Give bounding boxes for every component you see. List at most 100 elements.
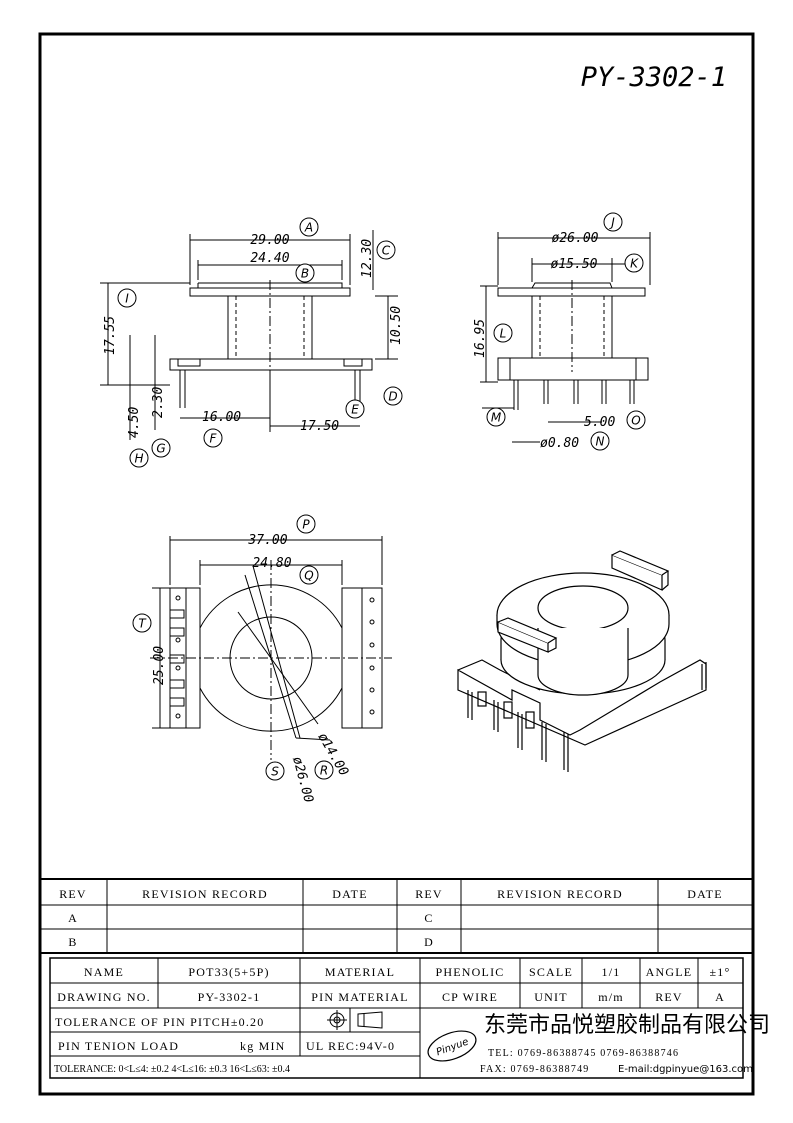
drawing-no-label: DRAWING NO. xyxy=(57,990,151,1004)
revision-table-text: REV REVISION RECORD DATE REV REVISION RE… xyxy=(59,887,722,949)
balloon-label-F: F xyxy=(210,432,218,446)
drawing-no-value: PY-3302-1 xyxy=(198,990,261,1004)
dim-L-value: 16.95 xyxy=(473,319,488,358)
dim-G-value: 2.30 xyxy=(151,387,166,418)
side-view-dims: ø26.00 ø15.50 16.95 5.00 ø0.80 xyxy=(473,231,615,451)
company-name: 东莞市品悦塑胶制品有限公司 xyxy=(484,1013,770,1038)
dim-F-value: 16.00 xyxy=(202,410,241,425)
balloon-J xyxy=(603,212,623,232)
dim-N-value: ø0.80 xyxy=(540,436,579,451)
balloon-O xyxy=(626,410,646,430)
balloon-label-D: D xyxy=(388,390,397,404)
company-tel: TEL: 0769-86388745 0769-86388746 xyxy=(488,1048,679,1059)
side-view xyxy=(480,232,651,443)
balloon-label-B: B xyxy=(301,267,309,281)
rev-cell-A: A xyxy=(68,911,78,925)
front-view-dims: 29.00 24.40 12.30 10.50 17.50 16.00 2.30… xyxy=(103,233,404,438)
scale-value: 1/1 xyxy=(602,965,621,979)
balloon-T xyxy=(132,613,152,633)
revision-record-header-1: REVISION RECORD xyxy=(142,887,268,901)
balloon-label-M: M xyxy=(491,411,502,425)
tolerance-ranges: TOLERANCE: 0<L≤4: ±0.2 4<L≤16: ±0.3 16<L… xyxy=(54,1064,290,1075)
material-label: MATERIAL xyxy=(325,965,395,979)
balloon-E xyxy=(345,399,365,419)
title-block-text: NAME POT33(5+5P) MATERIAL PHENOLIC SCALE… xyxy=(54,965,770,1075)
balloon-label-A: A xyxy=(304,221,313,235)
dim-H-value: 4.50 xyxy=(127,407,142,438)
balloon-label-T: T xyxy=(138,617,147,631)
pin-tension-label: PIN TENION LOAD xyxy=(58,1039,179,1053)
balloon-label-H: H xyxy=(134,452,143,466)
dim-I-value: 17.55 xyxy=(103,316,118,355)
balloon-label-I: I xyxy=(125,292,129,306)
balloon-I xyxy=(117,288,137,308)
balloon-F xyxy=(203,428,223,448)
material-value: PHENOLIC xyxy=(436,965,505,979)
balloon-label-P: P xyxy=(302,518,310,532)
dim-T-value: 25.00 xyxy=(152,646,167,685)
dim-Q-value: 24.80 xyxy=(252,556,291,571)
drawing-title: PY-3302-1 xyxy=(581,62,727,93)
balloon-label-N: N xyxy=(596,435,605,449)
dim-D-value: 10.50 xyxy=(389,306,404,345)
balloon-label-E: E xyxy=(351,403,359,417)
pinyue-logo: Pinyue xyxy=(427,1030,477,1062)
dim-E-value: 17.50 xyxy=(300,419,339,434)
top-view xyxy=(150,536,392,760)
title-block xyxy=(49,957,744,1079)
balloon-B xyxy=(295,263,315,283)
company-email: E-mail:dgpinyue@163.com xyxy=(618,1064,753,1075)
balloon-label-O: O xyxy=(631,414,640,428)
balloon-A xyxy=(299,217,319,237)
balloon-C xyxy=(376,240,396,260)
balloon-label-L: L xyxy=(500,327,507,341)
rev-cell-C: C xyxy=(424,911,433,925)
name-value: POT33(5+5P) xyxy=(188,965,269,979)
dim-K-value: ø15.50 xyxy=(551,257,598,272)
rev-header-2: REV xyxy=(415,887,443,901)
balloon-L xyxy=(493,323,513,343)
rev-cell-B: B xyxy=(68,935,77,949)
dim-B-value: 24.40 xyxy=(250,251,289,266)
balloon-P xyxy=(296,514,316,534)
rev-cell-D: D xyxy=(424,935,434,949)
ul-rec: UL REC:94V-0 xyxy=(306,1039,395,1053)
balloon-G xyxy=(151,438,171,458)
dim-A-value: 29.00 xyxy=(250,233,289,248)
revision-table xyxy=(40,878,753,954)
pin-material-label: PIN MATERIAL xyxy=(311,990,408,1004)
rev-label: REV xyxy=(655,990,683,1004)
balloon-S xyxy=(265,761,285,781)
balloon-label-R: R xyxy=(320,764,328,778)
dim-C-value: 12.30 xyxy=(360,239,375,278)
pin-tension-value: kg MIN xyxy=(240,1039,286,1053)
pin-material-value: CP WIRE xyxy=(442,990,498,1004)
name-label: NAME xyxy=(84,965,124,979)
balloon-label-S: S xyxy=(271,765,279,779)
balloon-label-Q: Q xyxy=(304,569,313,583)
date-header-2: DATE xyxy=(687,887,722,901)
balloon-M xyxy=(486,407,506,427)
dim-S-value: ø26.00 xyxy=(289,755,316,804)
angle-label: ANGLE xyxy=(646,965,693,979)
balloon-label-C: C xyxy=(382,244,391,258)
balloon-label-J: J xyxy=(609,216,615,230)
balloon-H xyxy=(129,448,149,468)
front-view xyxy=(100,230,398,440)
tolerance-pitch: TOLERANCE OF PIN PITCH±0.20 xyxy=(55,1015,264,1029)
unit-label: UNIT xyxy=(534,990,567,1004)
scale-label: SCALE xyxy=(529,965,573,979)
isometric-view xyxy=(457,550,707,772)
sheet-border xyxy=(38,32,755,1096)
dim-O-value: 5.00 xyxy=(584,415,615,430)
dim-J-value: ø26.00 xyxy=(552,231,599,246)
dim-P-value: 37.00 xyxy=(247,533,287,548)
balloon-K xyxy=(624,253,644,273)
date-header-1: DATE xyxy=(332,887,367,901)
revision-record-header-2: REVISION RECORD xyxy=(497,887,623,901)
balloon-label-G: G xyxy=(156,442,165,456)
balloon-N xyxy=(590,431,610,451)
angle-value: ±1° xyxy=(710,965,731,979)
